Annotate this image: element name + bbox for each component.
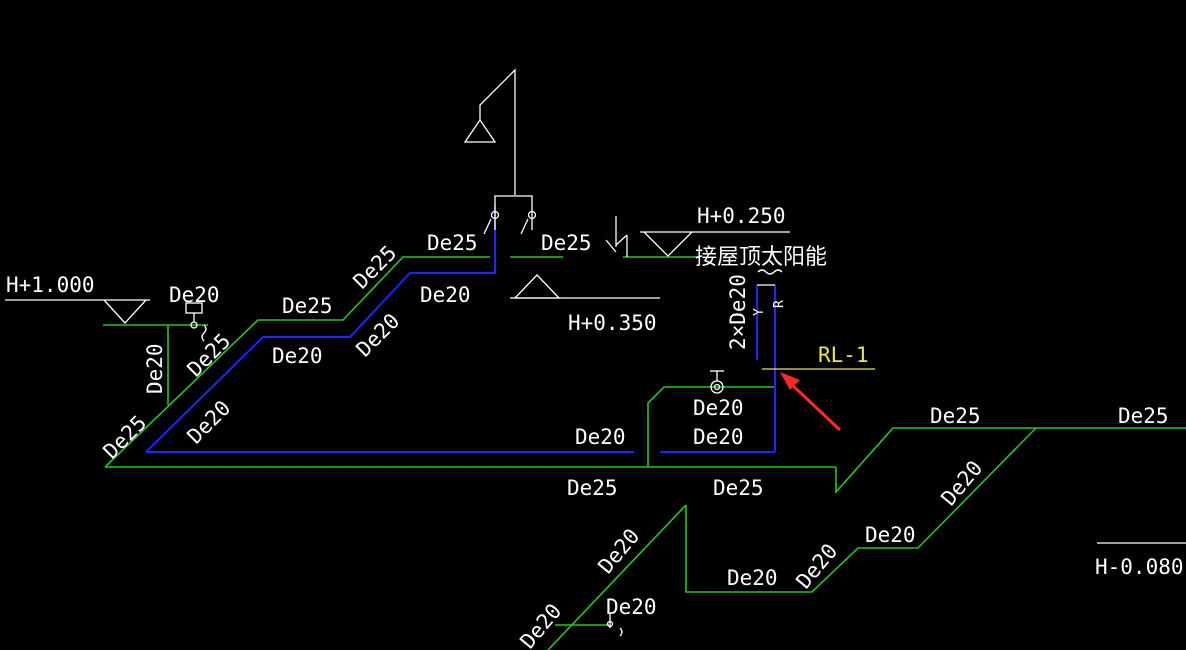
pointer-arrowhead: [780, 372, 800, 390]
pipe-size-label: De20: [169, 283, 220, 307]
valve-joint-icon: [190, 321, 198, 329]
pipe-size-label: De20: [593, 524, 644, 578]
flex-hose-icon: [201, 324, 207, 342]
pipe-size-label: De25: [713, 476, 764, 500]
green-pipe-main-left: [104, 256, 490, 468]
mixer-frame: [494, 195, 533, 230]
valve-handle-right: [520, 218, 529, 235]
pipe-size-label: De25: [427, 231, 478, 255]
mixer-valve-right-icon: [527, 210, 537, 220]
lower-valve-icon: [606, 620, 614, 628]
elev-triangle-0250-icon: [643, 231, 693, 257]
water-meter-core: [713, 383, 721, 391]
pipe-size-label: De20: [865, 523, 916, 547]
elev-triangle-1000-icon: [103, 299, 147, 324]
green-pipe-lower-diagonal: [547, 504, 687, 650]
cold-water-pipes: [103, 256, 1186, 650]
break-mark-icon: [757, 269, 783, 275]
pipe-size-label: De25: [99, 411, 152, 464]
pipe-size-label: De20: [693, 425, 744, 449]
elev-triangle-0350-icon: [513, 274, 561, 299]
riser-pipe-label: 2×De20: [726, 274, 750, 350]
pipe-size-label: De20: [693, 396, 744, 420]
riser-y-label: Y: [752, 308, 767, 316]
shower-head-icon: [463, 118, 497, 143]
check-valve-icon: [605, 239, 617, 253]
mixer-valve-left-icon: [490, 210, 500, 220]
riser-r-label: R: [772, 300, 787, 308]
pointer-arrow-icon: [780, 372, 842, 432]
elevation-markers: [5, 231, 1186, 544]
green-pipe-right-diagonal: [685, 427, 1037, 593]
elev-label-0080: H-0.080: [1095, 555, 1184, 579]
solar-connect-note: 接屋顶太阳能: [695, 245, 827, 270]
pipe-size-label: De20: [143, 343, 167, 394]
pipe-size-label: De20: [606, 595, 657, 619]
green-pipe-right-offset: [835, 427, 1186, 495]
pipe-size-label: De25: [1118, 404, 1169, 428]
annotations: H+1.000 H+0.350 H+0.250 H-0.080 接屋顶太阳能 R…: [6, 204, 1184, 650]
elev-label-0350: H+0.350: [568, 311, 657, 335]
pipe-size-label: De25: [183, 329, 236, 382]
pipe-size-label: De20: [352, 309, 405, 362]
elev-label-1000: H+1.000: [6, 273, 95, 297]
lower-hose-icon: [619, 627, 623, 637]
valve-handle-left: [483, 218, 492, 235]
pipe-size-label: De20: [420, 283, 471, 307]
elev-label-0250: H+0.250: [697, 204, 786, 228]
pointer-arrow-shaft: [786, 379, 842, 432]
pipe-size-label: De20: [727, 566, 778, 590]
pipe-size-label: De20: [936, 456, 987, 510]
shower-arm: [479, 68, 516, 195]
pipe-size-label: De20: [791, 539, 842, 593]
pipe-size-label: De25: [930, 404, 981, 428]
check-valve-arm: [615, 234, 628, 246]
fixture-symbols: [185, 68, 783, 637]
pipe-size-label: De25: [282, 294, 333, 318]
blue-pipe-main: [145, 205, 496, 453]
pipe-size-label: De25: [567, 476, 618, 500]
pipe-size-label: De20: [575, 425, 626, 449]
pipe-size-label: De20: [183, 396, 236, 449]
riser-tag-label: RL-1: [818, 343, 869, 367]
pipe-size-label: De25: [541, 231, 592, 255]
pipe-size-label: De20: [272, 344, 323, 368]
